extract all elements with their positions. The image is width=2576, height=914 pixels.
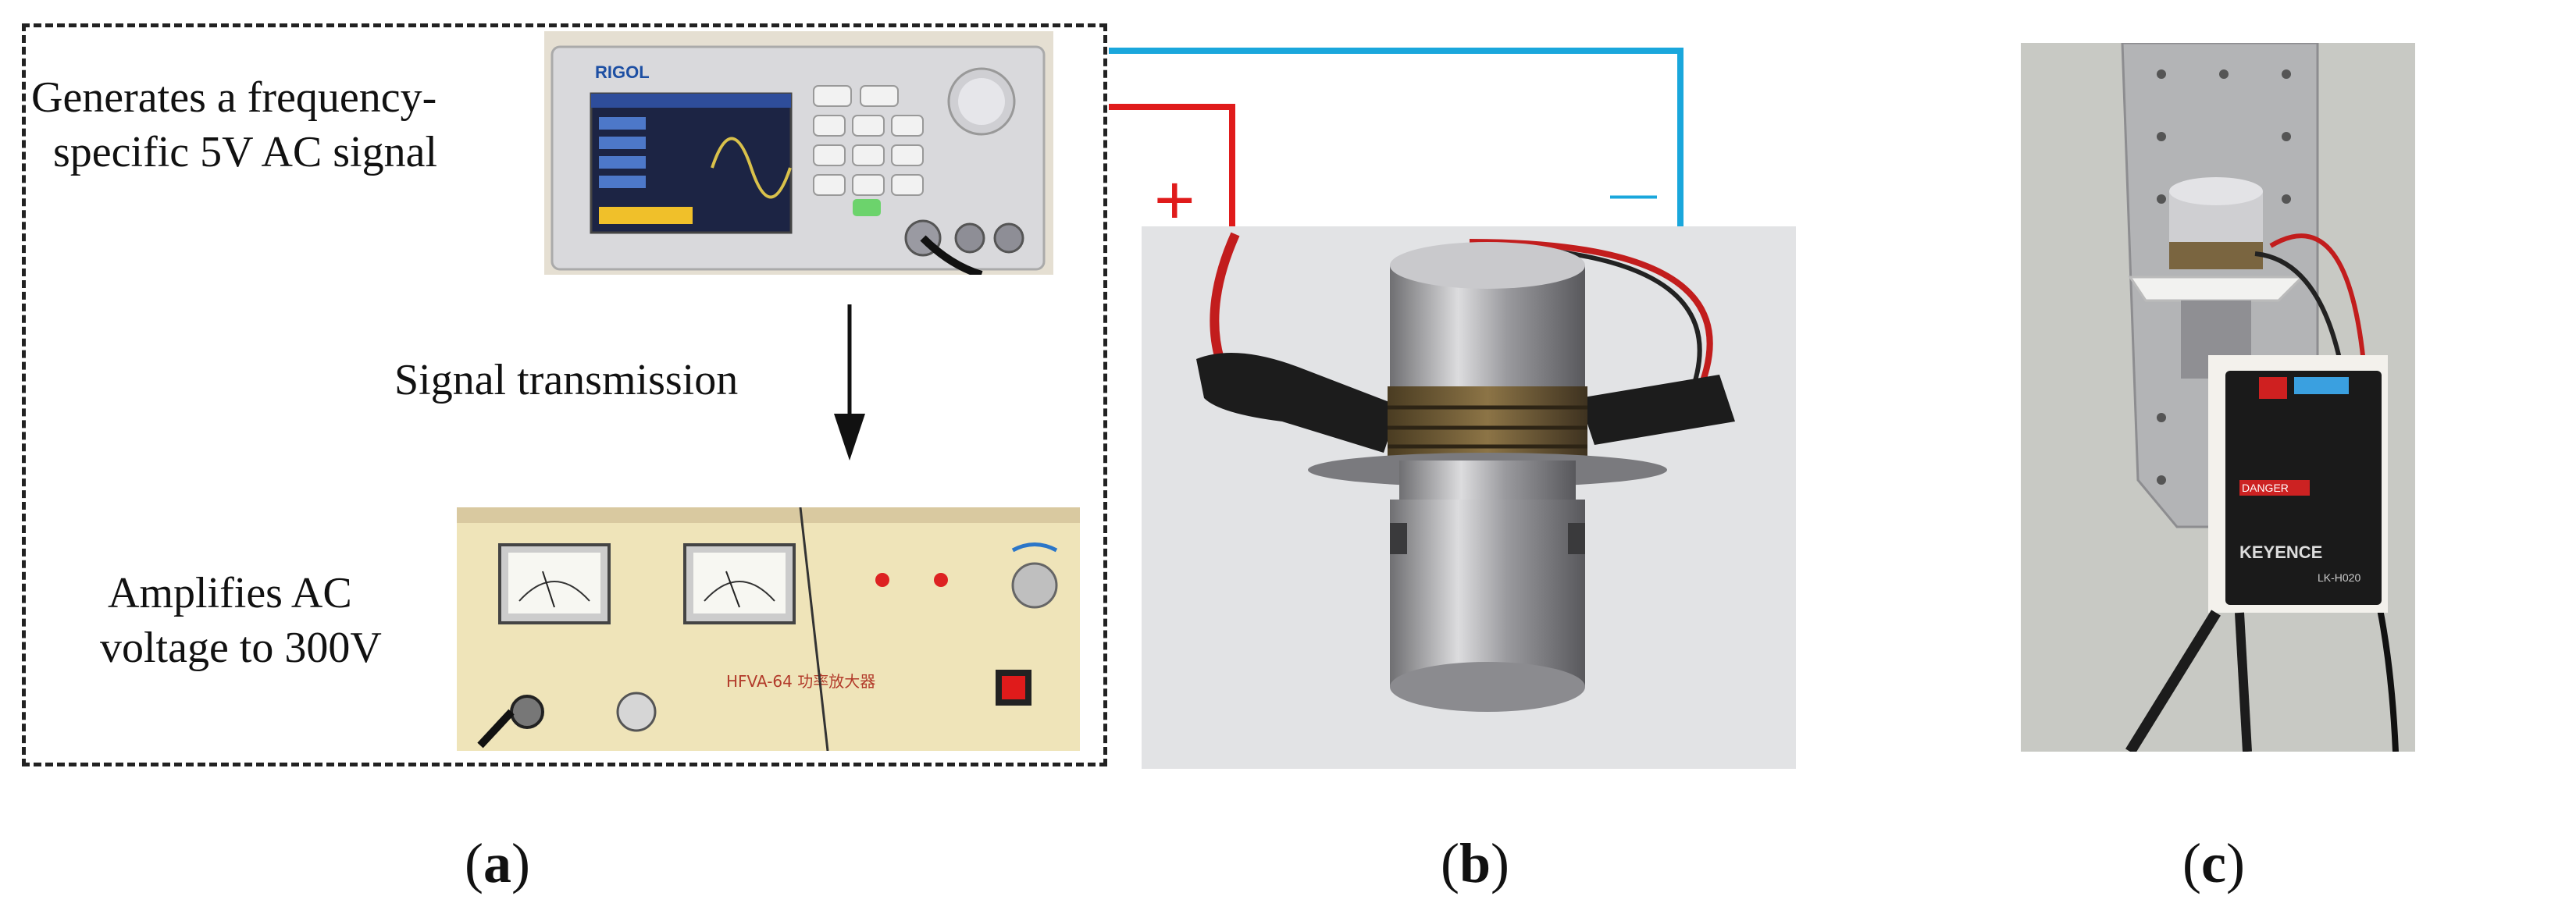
signal-generator-photo: RIGOL [544, 31, 1053, 275]
negative-wire [1109, 48, 1683, 234]
panel-label-a: (a) [465, 831, 530, 896]
transmission-caption: Signal transmission [394, 356, 739, 404]
panel-label-c-letter: c [2200, 832, 2226, 894]
positive-sign: + [1154, 162, 1195, 240]
panel-label-b-open: ( [1441, 832, 1459, 894]
signal-arrow [834, 304, 865, 461]
panel-label-c-close: ) [2225, 832, 2245, 894]
transducer-photo [1142, 226, 1796, 769]
sensor-warning: DANGER [2242, 482, 2289, 494]
sensor-brand: KEYENCE [2239, 542, 2322, 562]
amplifier-model: HFVA-64 功率放大器 [726, 672, 875, 691]
panel-label-b: (b) [1441, 831, 1509, 896]
generator-brand: RIGOL [595, 62, 650, 82]
transducer-drawing [1142, 226, 1796, 769]
panel-label-a-close: ) [511, 832, 530, 894]
amplifier-caption: Amplifies AC voltage to 300V [100, 566, 451, 675]
negative-sign: — [1610, 167, 1657, 219]
generator-caption-line1: Generates a frequency- [31, 73, 437, 122]
panel-label-c-open: ( [2182, 832, 2201, 894]
panel-label-b-letter: b [1459, 832, 1491, 894]
displacement-sensor-photo: DANGER KEYENCE LK-H020 [2021, 43, 2415, 752]
signal-generator-drawing: RIGOL [544, 31, 1053, 275]
panel-a-dashed-box [22, 23, 1107, 766]
generator-caption: Generates a frequency- specific 5V AC si… [31, 70, 531, 180]
panel-label-a-open: ( [465, 832, 483, 894]
panel-label-c: (c) [2182, 831, 2245, 896]
amplifier-caption-line1: Amplifies AC [108, 569, 352, 617]
generator-caption-line2: specific 5V AC signal [53, 128, 438, 176]
power-amplifier-drawing: HFVA-64 功率放大器 [457, 507, 1080, 751]
displacement-sensor-drawing: DANGER KEYENCE LK-H020 [2021, 43, 2415, 752]
positive-wire [1109, 104, 1235, 226]
amplifier-caption-line2: voltage to 300V [100, 624, 382, 672]
panel-label-b-close: ) [1491, 832, 1510, 894]
power-amplifier-photo: HFVA-64 功率放大器 [457, 507, 1080, 751]
panel-label-a-letter: a [483, 832, 511, 894]
sensor-model: LK-H020 [2318, 571, 2360, 584]
